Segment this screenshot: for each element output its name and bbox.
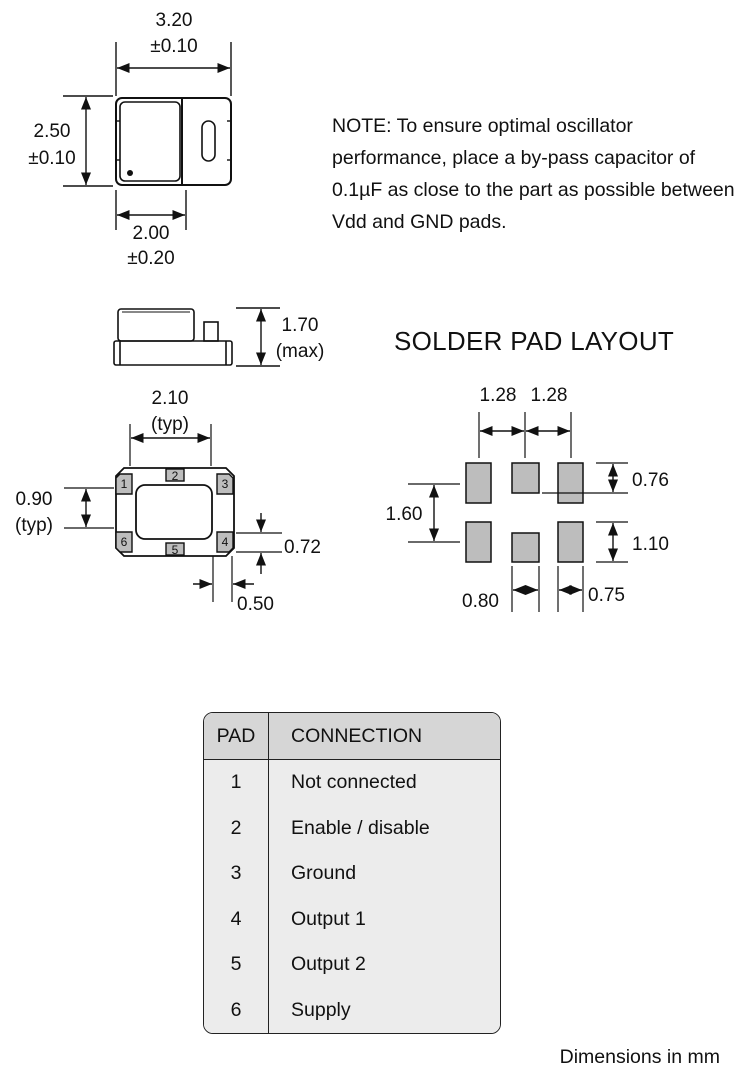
connection-cell: Output 2 — [291, 953, 366, 976]
pad-2-shape — [165, 468, 185, 482]
pitch-value-label: 0.90 — [16, 489, 53, 510]
pad-number-cell: 3 — [204, 851, 269, 897]
body-tolerance-label: ±0.20 — [127, 248, 174, 269]
width-tolerance-label: ±0.10 — [150, 36, 197, 57]
table-row: 5 Output 2 — [204, 942, 500, 988]
pad-6-shape — [115, 531, 133, 553]
bypass-capacitor-note: NOTE: To ensure optimal oscillator perfo… — [332, 115, 735, 233]
width-value-label: 3.20 — [156, 10, 193, 31]
pad-1-shape — [115, 473, 133, 495]
solder-pad-bottom-center — [511, 532, 540, 563]
package-lid — [119, 101, 181, 182]
package-outline — [115, 97, 232, 186]
table-row: 4 Output 1 — [204, 896, 500, 942]
pad-4-shape — [216, 531, 234, 553]
pad-2-number: 2 — [172, 469, 179, 483]
pad-4-number: 4 — [222, 535, 229, 549]
bottom-view — [64, 424, 282, 602]
table-row: 1 Not connected — [204, 759, 500, 806]
top-pad-height-label: 0.76 — [632, 470, 669, 491]
side-cap — [117, 308, 195, 342]
pad-width-label: 0.50 — [237, 594, 274, 615]
solder-pad-bottom-left — [465, 521, 492, 563]
solder-pad-layout — [408, 412, 628, 612]
side-pad-width-label: 0.75 — [588, 585, 625, 606]
connection-cell: Supply — [291, 998, 351, 1021]
pad-5-shape — [165, 542, 185, 556]
pad-number-cell: 2 — [204, 805, 269, 851]
units-footnote: Dimensions in mm — [559, 1046, 720, 1068]
bottom-pad-height-label: 1.10 — [632, 534, 669, 555]
top-view — [63, 42, 232, 230]
solder-pad-top-left — [465, 462, 492, 504]
pad-number-cell: 4 — [204, 896, 269, 942]
pitch-right-label: 1.28 — [531, 385, 568, 406]
connection-cell: Output 1 — [291, 907, 366, 930]
table-row: 2 Enable / disable — [204, 805, 500, 851]
side-height-value-label: 1.70 — [282, 315, 319, 336]
pad-number-cell: 6 — [204, 987, 269, 1033]
span-note-label: (typ) — [151, 414, 189, 435]
height-tolerance-label: ±0.10 — [28, 148, 75, 169]
pin1-marker-dot — [127, 170, 133, 176]
connection-column-header: CONNECTION — [268, 713, 500, 760]
side-height-note-label: (max) — [276, 341, 325, 362]
pad-height-label: 0.72 — [284, 537, 321, 558]
solder-pad-top-right — [557, 462, 584, 504]
connection-cell: Not connected — [291, 771, 417, 794]
pad-number-cell: 5 — [204, 942, 269, 988]
bottom-inner-window — [135, 484, 213, 540]
side-crystal-bump — [203, 321, 219, 342]
pad-connection-table: PAD CONNECTION 1 Not connected 2 Enable … — [203, 712, 501, 1034]
table-header-row: PAD CONNECTION — [204, 713, 500, 760]
pad-number-cell: 1 — [204, 759, 269, 806]
pad-1-number: 1 — [121, 477, 128, 491]
bottom-body-outline — [115, 467, 235, 557]
pad-5-number: 5 — [172, 543, 179, 557]
height-value-label: 2.50 — [34, 121, 71, 142]
row-pitch-label: 1.60 — [386, 504, 423, 525]
solder-pad-layout-title: SOLDER PAD LAYOUT — [394, 326, 675, 356]
connection-cell: Enable / disable — [291, 816, 430, 839]
pad-3-shape — [216, 473, 234, 495]
table-row: 6 Supply — [204, 987, 500, 1033]
connection-cell: Ground — [291, 862, 357, 885]
solder-pad-top-center — [511, 462, 540, 494]
span-value-label: 2.10 — [152, 388, 189, 409]
solder-pad-bottom-right — [557, 521, 584, 563]
side-base — [113, 340, 233, 366]
pitch-left-label: 1.28 — [480, 385, 517, 406]
center-pad-width-label: 0.80 — [462, 591, 499, 612]
pitch-note-label: (typ) — [15, 515, 53, 536]
pad-6-number: 6 — [121, 535, 128, 549]
side-view — [113, 307, 280, 367]
crystal-slot — [201, 120, 216, 162]
pad-column-header: PAD — [204, 713, 269, 760]
pad-3-number: 3 — [222, 477, 229, 491]
body-value-label: 2.00 — [133, 223, 170, 244]
table-row: 3 Ground — [204, 851, 500, 897]
